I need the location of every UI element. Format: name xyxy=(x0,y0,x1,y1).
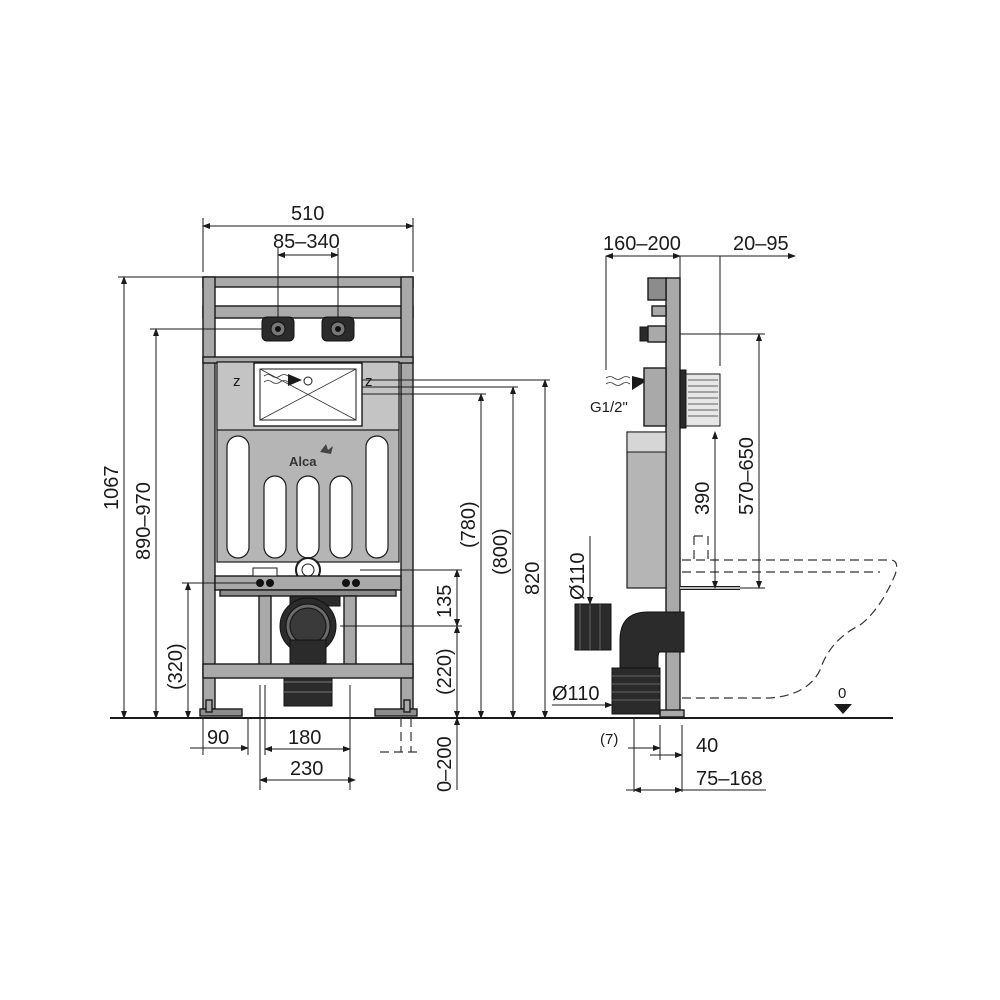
frame-top-rail xyxy=(202,276,414,288)
right-foot xyxy=(374,708,418,717)
dim-leg-extension: 0–200 xyxy=(434,736,456,792)
dim-width: 510 xyxy=(291,203,324,225)
side-cistern xyxy=(626,431,667,589)
toilet-bowl-outline xyxy=(682,559,898,699)
dim-pipe-top: Ø110 xyxy=(567,553,589,600)
floor-label: 0 xyxy=(838,685,846,702)
dim-height-total: 1067 xyxy=(101,466,123,511)
bolt-mount xyxy=(266,579,274,587)
dim-depth-2: 20–95 xyxy=(733,233,789,255)
dim-offset-7: (7) xyxy=(600,731,618,748)
dim-height-220: (220) xyxy=(434,648,456,695)
dim-height-820: 820 xyxy=(522,562,544,595)
water-connectors xyxy=(261,316,355,342)
bolt-mount xyxy=(342,579,350,587)
cistern-rib xyxy=(263,475,287,559)
dim-connector-spacing: 85–340 xyxy=(273,231,340,253)
floor-marker xyxy=(834,704,852,714)
dim-drain-230: 230 xyxy=(290,758,323,780)
side-view: G1/2" 0 160–200 xyxy=(552,233,898,793)
dim-height-adjust: 890–970 xyxy=(133,482,155,560)
dim-foot-offset: 90 xyxy=(207,727,229,749)
dim-offset-40: 40 xyxy=(696,735,718,757)
dim-height-800: (800) xyxy=(490,528,512,575)
brand-label: Alca xyxy=(289,454,317,469)
wall-mount-plate xyxy=(679,369,721,429)
frame-right-post xyxy=(400,276,414,710)
dim-depth: 160–200 xyxy=(603,233,681,255)
bolt-mount xyxy=(352,579,360,587)
drain-pipe xyxy=(279,595,341,707)
cistern-rib xyxy=(296,475,320,559)
dim-pipe-bottom: Ø110 xyxy=(552,683,599,705)
drain-elbow xyxy=(574,603,685,715)
frame-second-rail xyxy=(202,305,414,319)
frame-bottom-rail xyxy=(202,663,414,679)
cistern-rib xyxy=(329,475,353,559)
dim-offset-75: 75–168 xyxy=(696,768,763,790)
frame-inner-post-right xyxy=(343,595,357,669)
cistern-rib xyxy=(365,435,389,559)
z-mark-right: z xyxy=(365,373,373,390)
dim-bolt-height: 390 xyxy=(692,482,714,515)
left-foot xyxy=(199,708,243,717)
front-view: z z Alca xyxy=(101,203,550,792)
bolt-mount xyxy=(256,579,264,587)
dim-height-320: (320) xyxy=(165,643,187,690)
dim-height-780: (780) xyxy=(458,501,480,548)
dim-height-135: 135 xyxy=(434,585,456,618)
cistern-rib xyxy=(226,435,250,559)
water-connection-label: G1/2" xyxy=(590,399,628,416)
z-mark-left: z xyxy=(233,373,241,390)
dim-drain-180: 180 xyxy=(288,727,321,749)
dim-bolt-range: 570–650 xyxy=(736,437,758,515)
frame-left-post xyxy=(202,276,216,710)
frame-inner-post-left xyxy=(258,595,272,669)
